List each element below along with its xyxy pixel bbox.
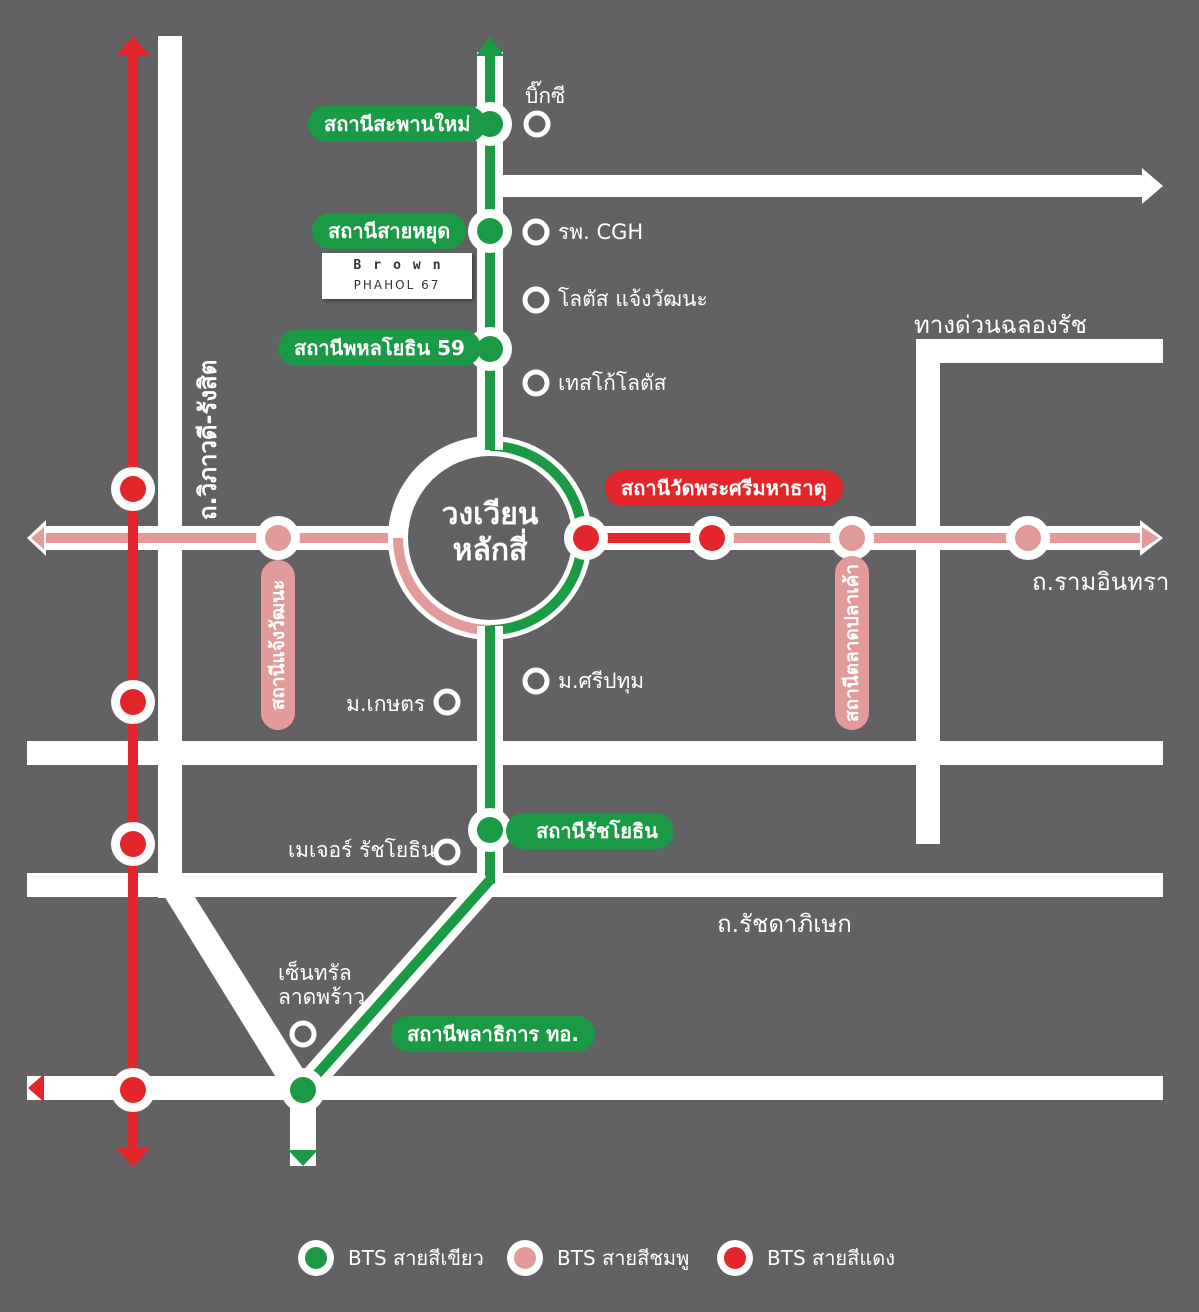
expressway-horizontal (916, 339, 1163, 363)
road-horizontal-1 (27, 741, 1163, 765)
brand-sub: PHAHOL 67 (353, 278, 441, 292)
arrow-down-icon (288, 1150, 318, 1166)
station-dot-green (281, 1068, 325, 1112)
roundabout-label-line1: วงเวียน (441, 497, 539, 532)
arrow-left-icon (28, 1074, 44, 1102)
roads (27, 36, 1163, 1166)
station-dot-green (468, 327, 512, 371)
legend-green: BTS สายสีเขียว (298, 1240, 484, 1276)
legend-red-dot (717, 1240, 753, 1276)
station-label-chaeng-watthana-text: สถานีแจ้งวัฒนะ (267, 579, 289, 711)
landmark-sripatum: ม.ศรีปทุม (558, 669, 645, 693)
legend-pink-dot (507, 1240, 543, 1276)
landmark-marker (522, 369, 550, 397)
road-label-vibhavadi: ถ.วิภาวดี-รังสิต (194, 359, 222, 520)
station-label-saphan-mai: สถานีสะพานใหม่ (308, 106, 487, 142)
landmark-lotus-chaeng: โลตัส แจ้งวัฒนะ (558, 287, 708, 311)
landmark-tesco-lotus: เทสโก้โลตัส (558, 371, 667, 395)
station-dot-green (468, 209, 512, 253)
vibhavadi-road (158, 36, 182, 898)
road-label-expressway: ทางด่วนฉลองรัช (914, 311, 1087, 339)
legend-pink: BTS สายสีชมพู (507, 1240, 689, 1276)
road-arrow-east (500, 175, 1145, 197)
legend-red: BTS สายสีแดง (717, 1240, 895, 1276)
red-line-east (588, 533, 712, 543)
station-label-phala-thikan: สถานีพลาธิการ ทอ. (391, 1016, 595, 1052)
landmark-marker (433, 838, 461, 866)
road-label-ratchadaphisek: ถ.รัชดาภิเษก (717, 910, 852, 938)
landmark-central-line2: ลาดพร้าว (278, 985, 366, 1009)
arrow-left-icon (31, 527, 44, 549)
station-dot-red (111, 680, 155, 724)
roundabout-center (408, 456, 572, 620)
station-label-wat-phra-si: สถานีวัดพระศรีมหาธาตุ (605, 470, 843, 506)
landmark-cgh: รพ. CGH (558, 220, 644, 244)
legend-red-label: BTS สายสีแดง (767, 1246, 895, 1270)
station-label-chaeng-watthana: สถานีแจ้งวัฒนะ (261, 560, 295, 730)
station-dot-red (111, 467, 155, 511)
legend-pink-label: BTS สายสีชมพู (557, 1246, 690, 1270)
station-label-ratchayothin: สถานีรัชโยธิน (506, 813, 674, 849)
station-dots (111, 102, 1050, 1112)
arrow-up-icon (116, 36, 150, 56)
station-dot-red (690, 516, 734, 560)
station-dot-red (111, 822, 155, 866)
landmark-major: เมเจอร์ รัชโยธิน (288, 838, 436, 862)
station-dot-green (468, 808, 512, 852)
ratchadaphisek-road-upper (27, 873, 1163, 897)
legend-green-label: BTS สายสีเขียว (348, 1246, 484, 1270)
station-dot-pink (256, 516, 300, 560)
ratchadaphisek-road-lower (27, 1076, 1163, 1100)
station-label-talat-plakao-text: สถานีตลาดปลาเค้า (841, 564, 863, 722)
landmark-marker (522, 667, 550, 695)
station-label-sai-yut: สถานีสายหยุด (312, 213, 467, 249)
roundabout-label: วงเวียน หลักสี่ (410, 497, 570, 569)
road-label-ram-intra: ถ.รามอินทรา (1032, 568, 1170, 596)
legend-green-dot (298, 1240, 334, 1276)
arrow-right-icon (1142, 168, 1163, 204)
landmark-marker (522, 218, 550, 246)
station-dot-pink (830, 516, 874, 560)
pink-arc (393, 537, 491, 635)
landmark-marker (523, 110, 551, 138)
station-dot-red (111, 1068, 155, 1112)
station-label-talat-plakao: สถานีตลาดปลาเค้า (835, 556, 869, 730)
station-dot-red (564, 516, 608, 560)
roundabout-label-line2: หลักสี่ (452, 533, 528, 568)
station-label-phahon-59: สถานีพหลโยธิน 59 (278, 330, 481, 366)
landmark-kasetsart: ม.เกษตร (346, 692, 426, 716)
expressway-vertical (916, 339, 940, 844)
arrow-up-icon (476, 36, 504, 56)
arrow-right-icon (1142, 527, 1159, 549)
road-diagonal (158, 886, 316, 1100)
landmark-marker (522, 286, 550, 314)
station-dot-pink (1006, 516, 1050, 560)
brown-phahol-67-logo: Brown PHAHOL 67 (322, 253, 472, 299)
landmark-central-line1: เซ็นทรัล (278, 961, 352, 985)
landmark-marker (289, 1020, 317, 1048)
landmark-big-c: บิ๊กซี (525, 84, 566, 108)
arrow-down-icon (116, 1148, 150, 1167)
bts-red-line (28, 36, 150, 1167)
brand-word: Brown (353, 258, 453, 273)
landmark-markers (289, 110, 551, 1048)
landmark-marker (433, 688, 461, 716)
